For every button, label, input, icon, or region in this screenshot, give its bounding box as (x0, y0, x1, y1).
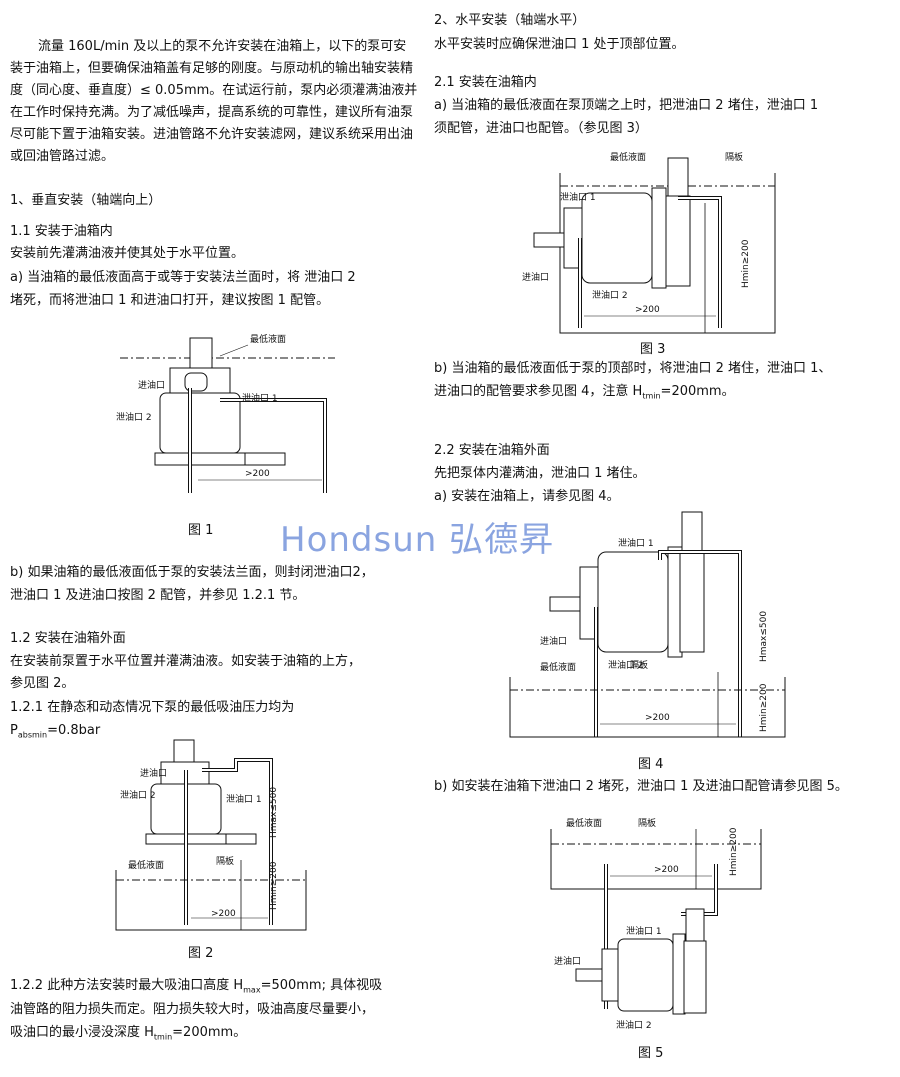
fig5-inlet-label: 进油口 (554, 955, 581, 967)
section-1-2-2-line3: 吸油口的最小浸没深度 Htmin=200mm。 (10, 1025, 247, 1042)
section-2-1-heading: 2.1 安装在油箱内 (434, 75, 537, 90)
fig2-hmax-label: Hmax≤500 (269, 787, 279, 838)
section-1-1-a-line1: a) 当油箱的最低液面高于或等于安装法兰面时，将 泄油口 2 (10, 270, 356, 285)
fig4-drain2-label: 泄油口 2 (608, 659, 644, 671)
fig3-drain2-label: 泄油口 2 (592, 289, 628, 301)
fig2-dim-label: >200 (211, 909, 236, 919)
figure-2-drawing: >200 进油口 泄油口 1 泄油口 2 最低液面 隔板 Hmax≤500 Hm… (115, 739, 307, 931)
fig2-drain2-label: 泄油口 2 (120, 789, 156, 801)
section-2-1-b-line1: b) 当油箱的最低液面低于泵的顶部时，将泄油口 2 堵住，泄油口 1、 (434, 361, 832, 376)
section-2-text: 水平安装时应确保泄油口 1 处于顶部位置。 (434, 37, 685, 52)
fig1-drain2-label: 泄油口 2 (116, 411, 152, 423)
figure-1-drawing: 最低液面 >200 进油口 泄油口 1 泄油口 2 (116, 333, 335, 493)
fig2-level-label: 最低液面 (128, 859, 164, 871)
section-1-1-heading: 1.1 安装于油箱内 (10, 224, 113, 239)
fig1-drain1-label: 泄油口 1 (242, 392, 278, 404)
fig4-hmax-label: Hmax≤500 (759, 611, 769, 662)
section-2-2-heading: 2.2 安装在油箱外面 (434, 443, 550, 458)
fig4-inlet-label: 进油口 (540, 635, 567, 647)
fig5-baffle-label: 隔板 (638, 817, 656, 829)
section-2-heading: 2、水平安装（轴端水平） (434, 13, 586, 28)
figure-4-caption: 图 4 (638, 757, 664, 772)
fig4-drain1-label: 泄油口 1 (618, 537, 654, 549)
watermark: Hondsun 弘德昇 (280, 520, 555, 560)
figure-2-caption: 图 2 (188, 946, 214, 961)
figure-1: 最低液面 >200 进油口 泄油口 1 泄油口 2 (110, 328, 340, 508)
figure-4: >200 泄油口 1 进油口 泄油口 2 最低液面 隔板 Hmax≤500 Hm… (509, 511, 790, 742)
fig1-dim-label: >200 (245, 469, 270, 479)
section-2-1-a-line2: 须配管，进油口也配管。（参见图 3） (434, 121, 648, 136)
figure-3: 最低液面 隔板 >200 泄油口 1 进油口 泄油口 2 Hmin≥200 (520, 148, 780, 338)
intro-paragraph: 流量 160L/min 及以上的泵不允许安装在油箱上，以下的泵可安装于油箱上，但… (10, 39, 418, 164)
section-1-2-2-line1: 1.2.2 此种方法安装时最大吸油口高度 Hmax=500mm; 具体视吸 (10, 978, 383, 995)
fig5-drain1-label: 泄油口 1 (626, 925, 662, 937)
section-2-2-b: b) 如安装在油箱下泄油口 2 堵死，泄油口 1 及进油口配管请参见图 5。 (434, 779, 848, 794)
section-1-2-1-heading: 1.2.1 在静态和动态情况下泵的最低吸油压力均为 (10, 700, 295, 715)
fig2-hmin-label: Hmin≥200 (269, 861, 279, 910)
fig5-level-label: 最低液面 (566, 817, 602, 829)
fig3-h-label: Hmin≥200 (741, 239, 751, 288)
figure-4-drawing: >200 泄油口 1 进油口 泄油口 2 最低液面 隔板 Hmax≤500 Hm… (509, 511, 786, 738)
fig3-drain1-label: 泄油口 1 (560, 191, 596, 203)
section-1-2-line2: 参见图 2。 (10, 676, 75, 691)
figure-3-drawing: 最低液面 隔板 >200 泄油口 1 进油口 泄油口 2 Hmin≥200 (522, 151, 776, 334)
figure-5: 最低液面 隔板 >200 Hmin≥200 泄油口 1 进油口 泄油口 2 (546, 814, 766, 1036)
section-1-2-2-line2: 油管路的阻力损失而定。阻力损失较大时，吸油高度尽量要小， (10, 1002, 375, 1017)
fig5-dim-label: >200 (654, 865, 679, 875)
figure-2: >200 进油口 泄油口 1 泄油口 2 最低液面 隔板 Hmax≤500 Hm… (106, 739, 307, 935)
figure-5-caption: 图 5 (638, 1046, 664, 1061)
pabs-line: Pabsmin=0.8bar (10, 723, 101, 740)
fig3-level-label: 最低液面 (610, 151, 646, 163)
fig1-inlet-label: 进油口 (138, 379, 165, 391)
fig5-h-label: Hmin≥200 (729, 827, 739, 876)
fig4-level-label: 最低液面 (540, 661, 576, 673)
section-1-2-line1: 在安装前泵置于水平位置并灌满油液。如安装于油箱的上方， (10, 654, 362, 669)
fig4-dim-label: >200 (645, 713, 670, 723)
fig3-inlet-label: 进油口 (522, 271, 549, 283)
fig1-level-label: 最低液面 (250, 333, 286, 345)
section-2-2-a: a) 安装在油箱上，请参见图 4。 (434, 489, 620, 504)
fig2-baffle-label: 隔板 (216, 855, 234, 867)
section-1-heading: 1、垂直安装（轴端向上） (10, 193, 162, 208)
section-1-1-b-line1: b) 如果油箱的最低液面低于泵的安装法兰面，则封闭泄油口2， (10, 565, 374, 580)
section-2-2-text: 先把泵体内灌满油，泄油口 1 堵住。 (434, 466, 646, 481)
section-1-1-a-line2: 堵死，而将泄油口 1 和进油口打开，建议按图 1 配管。 (10, 293, 330, 308)
figure-5-drawing: 最低液面 隔板 >200 Hmin≥200 泄油口 1 进油口 泄油口 2 (550, 817, 762, 1031)
section-2-1-b-line2: 进油口的配管要求参见图 4，注意 Htmin=200mm。 (434, 384, 735, 401)
section-1-1-b-line2: 泄油口 1 及进油口按图 2 配管，并参见 1.2.1 节。 (10, 588, 306, 603)
figure-3-caption: 图 3 (640, 342, 666, 357)
fig3-dim-label: >200 (635, 305, 660, 315)
fig5-drain2-label: 泄油口 2 (616, 1019, 652, 1031)
fig4-baffle-label: 隔板 (630, 659, 648, 671)
fig4-hmin-label: Hmin≥200 (759, 683, 769, 732)
fig2-drain1-label: 泄油口 1 (226, 793, 262, 805)
fig2-inlet-label: 进油口 (140, 767, 167, 779)
figure-1-caption: 图 1 (188, 523, 214, 538)
section-1-2-heading: 1.2 安装在油箱外面 (10, 631, 126, 646)
section-2-1-a-line1: a) 当油箱的最低液面在泵顶端之上时，把泄油口 2 堵住，泄油口 1 (434, 98, 819, 113)
fig3-baffle-label: 隔板 (725, 151, 743, 163)
section-1-1-text: 安装前先灌满油液并使其处于水平位置。 (10, 246, 245, 261)
